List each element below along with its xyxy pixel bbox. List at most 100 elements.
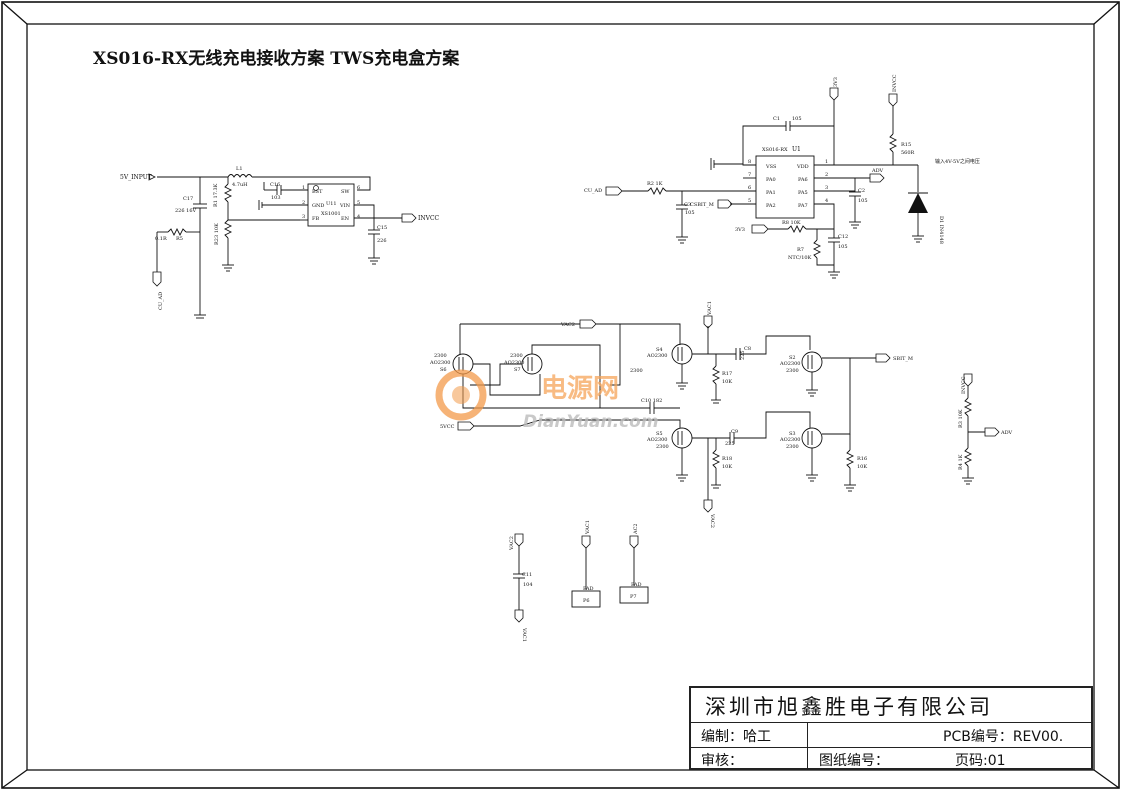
watermark-en: DianYuan.com <box>523 412 659 432</box>
r2-label: R2 1K <box>647 181 663 187</box>
c17-ref: C17 <box>183 196 193 202</box>
net-vac2-label-a: VAC2 <box>560 322 575 328</box>
s7-part: AO2300 <box>503 360 524 366</box>
pcb-number: PCB编号：REV00. <box>943 729 1064 745</box>
net-vac1-label-c: VAC1 <box>585 520 591 535</box>
net-adv-label-b: ADV <box>1000 430 1013 436</box>
c16-value: 103 <box>271 195 281 201</box>
net-vac1-label-a: VAC1 <box>707 301 713 316</box>
s2-ref: S2 <box>789 355 796 361</box>
c9-ref: C9 <box>731 429 738 435</box>
r17-ref: R17 <box>722 371 732 377</box>
ic-u1 <box>755 155 815 219</box>
s3-ref: S3 <box>789 431 796 437</box>
c2-value: 105 <box>858 198 868 204</box>
net-cu-ad-label-a: CU_AD <box>158 292 164 310</box>
p6-ref: P6 <box>583 598 590 604</box>
r5-value: 0.1R <box>155 236 167 242</box>
net-cu-ad-label-b: CU_AD <box>584 188 602 194</box>
net-5v-input-label: 5V_INPUT <box>120 174 152 181</box>
watermark: 电源网 DianYuan.com <box>435 369 659 432</box>
svg-text:1: 1 <box>302 185 305 191</box>
prepared-by: 编制：哈工 <box>701 729 771 745</box>
net-csbit-m-label: CSBIT_M <box>690 202 714 208</box>
adv-divider-section: INVCC R3 10K ADV R4 1K <box>958 373 1013 485</box>
net-sbit-m-label: SBIT_M <box>893 356 913 362</box>
r7-ref: R7 <box>797 247 804 253</box>
watermark-cn: 电源网 <box>541 374 619 404</box>
u1-pin-pa6: PA6 <box>798 177 808 183</box>
c8-ref: C8 <box>744 346 751 352</box>
boost-section: 5V_INPUT L1 4.7uH C17 226 16V R1 17.3K R… <box>120 166 440 319</box>
svg-text:6: 6 <box>357 185 360 191</box>
u1-ref: U1 <box>792 146 801 153</box>
p7-pad: PAD <box>631 582 642 588</box>
s5-part: AO2300 <box>646 437 667 443</box>
svg-text:2: 2 <box>825 172 828 178</box>
svg-text:3: 3 <box>302 214 305 220</box>
mcu-section: 3V3 C1 105 XS016-RX U1 VSS PA0 PA1 PA2 V… <box>584 74 980 279</box>
r18-value: 10K <box>722 464 732 470</box>
svg-text:1: 1 <box>825 159 828 165</box>
c11-value: 104 <box>523 582 533 588</box>
net-invcc-label-a: INVCC <box>418 215 440 222</box>
note-voltage: 输入4V-5V之间电压 <box>935 158 980 165</box>
pad-p6 <box>571 590 601 608</box>
r15-value: 560R <box>901 150 915 156</box>
s4-val: 2300 <box>630 368 643 374</box>
c10-label: C10 182 <box>641 398 662 404</box>
l1-value: 4.7uH <box>232 182 248 188</box>
c3-ref: C3 <box>684 202 691 208</box>
l1-ref: L1 <box>236 166 243 172</box>
page-number: 页码:01 <box>955 753 1006 769</box>
r5-ref: R5 <box>176 236 183 242</box>
svg-text:5: 5 <box>748 198 751 204</box>
u1-pin-pa5: PA5 <box>798 190 808 196</box>
svg-text:2: 2 <box>302 200 305 206</box>
svg-text:4: 4 <box>825 198 828 204</box>
c12-ref: C12 <box>838 234 848 240</box>
s3-part: AO2300 <box>779 437 800 443</box>
r15-ref: R15 <box>901 142 911 148</box>
c2-ref: C2 <box>858 188 865 194</box>
c9-value: 225 <box>725 441 735 447</box>
net-adv-label-a: ADV <box>871 168 884 174</box>
c3-value: 105 <box>685 210 695 216</box>
svg-text:4: 4 <box>357 214 360 220</box>
s5-ref: S5 <box>656 431 663 437</box>
s4-part: AO2300 <box>646 353 667 359</box>
u1-part: XS016-RX <box>762 147 788 153</box>
c15-value: 226 <box>377 238 387 244</box>
s7-val: 2300 <box>510 353 523 359</box>
u11-pin-sw: SW <box>341 189 350 195</box>
svg-text:7: 7 <box>748 172 751 178</box>
net-5vcc-label: 5VCC <box>440 424 455 430</box>
watermark-logo-icon <box>435 369 487 421</box>
p7-ref: P7 <box>630 594 637 600</box>
s5-val: 2300 <box>656 444 669 450</box>
c15-ref: C15 <box>377 225 387 231</box>
pads-section: VAC2 C11 104 VAC1 VAC1 PAD P6 AC2 PAD P7 <box>509 520 649 642</box>
svg-text:3: 3 <box>825 185 828 191</box>
u11-pin-bst: BST <box>312 189 323 195</box>
title-block-row-company: 深圳市旭鑫胜电子有限公司 <box>691 688 1091 723</box>
svg-text:5: 5 <box>357 200 360 206</box>
reviewed-by: 审核： <box>701 753 743 769</box>
r3-label: R3 10K <box>958 409 964 428</box>
u1-pin-vss: VSS <box>765 164 777 170</box>
net-3v3-left-label: 3V3 <box>735 227 745 233</box>
net-vac2-label-b: VAC2 <box>709 513 715 528</box>
r16-ref: R16 <box>857 456 867 462</box>
u1-pin-vdd: VDD <box>796 164 809 170</box>
mosfet-bridge-section: VAC2 2300 AO2300 S6 2300 AO2300 S7 5VCC … <box>429 301 913 528</box>
u11-pin-gnd: GND <box>312 203 324 209</box>
inductor-l1 <box>227 174 253 178</box>
net-invcc-top-label: INVCC <box>892 74 898 92</box>
u1-pin-pa7: PA7 <box>798 203 808 209</box>
s7-ref: S7 <box>514 367 521 373</box>
s3-val: 2300 <box>786 444 799 450</box>
title-block: 深圳市旭鑫胜电子有限公司 编制：哈工 PCB编号：REV00. 审核： 图纸编号… <box>689 686 1093 770</box>
c1-value: 105 <box>792 116 802 122</box>
u1-pin-pa0: PA0 <box>766 177 776 183</box>
